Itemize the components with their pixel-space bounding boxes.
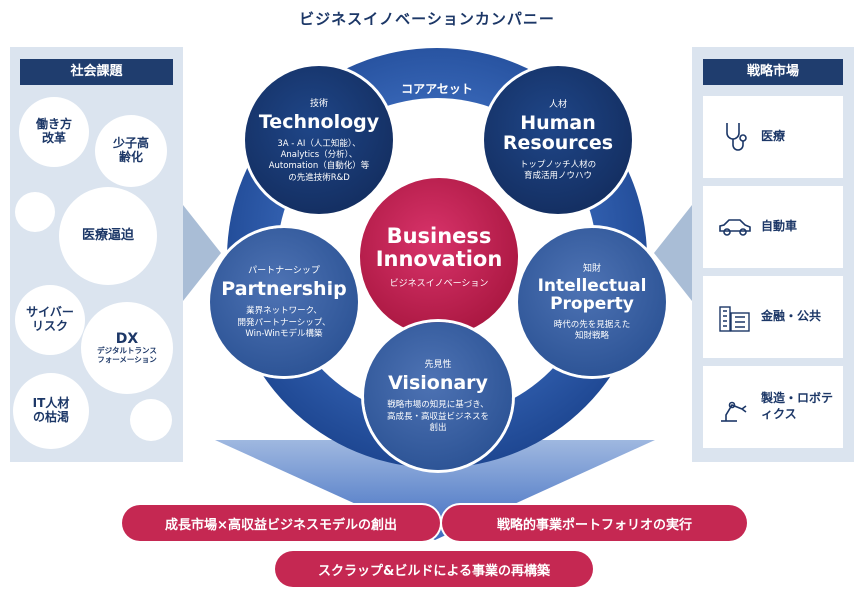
market-automotive-label: 自動車 [761,219,798,234]
human-en-line1: Human [520,112,596,135]
ring-label: コアアセット [401,82,473,96]
outcome-strategic-portfolio: 戦略的事業ポートフォリオの実行 [442,505,747,541]
asset-visionary: 先見性 Visionary 戦略市場の知見に基づき、 高成長・高収益ビジネスを … [364,322,512,470]
issue-dx-title: DX [115,331,139,348]
outcome-growth-market-model: 成長市場×高収益ビジネスモデルの創出 [122,505,440,541]
ip-en-line2: Property [550,294,634,315]
partnership-en: Partnership [221,278,347,301]
visionary-en: Visionary [388,372,488,395]
asset-human-resources: 人材 Human Resources トップノッチ人材の 育成活用ノウハウ [484,66,632,214]
asset-technology: 技術 Technology 3A - AI（人工知能）、 Analytics（分… [245,66,393,214]
market-medical: 医療 [703,96,843,178]
ip-en-line1: Intellectual [537,276,647,297]
social-issues-header: 社会課題 [20,59,173,85]
issue-dx-subtitle: デジタルトランスフォーメーション [97,346,157,365]
asset-partnership: パートナーシップ Partnership 業界ネットワーク、 開発パートナーシッ… [210,228,358,376]
outcome-scrap-and-build: スクラップ&ビルドによる事業の再構築 [275,551,593,587]
human-jp: 人材 [548,100,567,111]
market-automotive: 自動車 [703,186,843,268]
ip-jp: 知財 [582,264,601,275]
asset-intellectual-property: 知財 Intellectual Property 時代の先を見据えた 知財戦略 [518,228,666,376]
page-title: ビジネスイノベーションカンパニー [299,10,555,28]
center-title-line1: Business [386,224,492,249]
market-manufacturing-robotics-label: 製造・ロボティクス [761,391,834,421]
center-subtitle: ビジネスイノベーション [389,278,489,289]
market-finance-public-label: 金融・公共 [761,309,822,324]
market-finance-public: 金融・公共 [703,276,843,358]
strategic-markets-header: 戦略市場 [703,59,843,85]
center-title-line2: Innovation [375,246,503,271]
human-en-line2: Resources [502,132,614,155]
robot-arm-icon [721,401,747,422]
car-icon [719,219,751,236]
building-icon [719,306,750,332]
technology-en: Technology [258,110,380,133]
market-manufacturing-robotics: 製造・ロボティクス [703,366,843,448]
technology-jp: 技術 [309,98,328,109]
visionary-jp: 先見性 [424,360,452,371]
market-medical-label: 医療 [761,129,786,144]
partnership-jp: パートナーシップ [248,266,320,277]
center-business-innovation: Business Innovation ビジネスイノベーション [360,178,518,336]
stethoscope-icon [726,123,747,151]
